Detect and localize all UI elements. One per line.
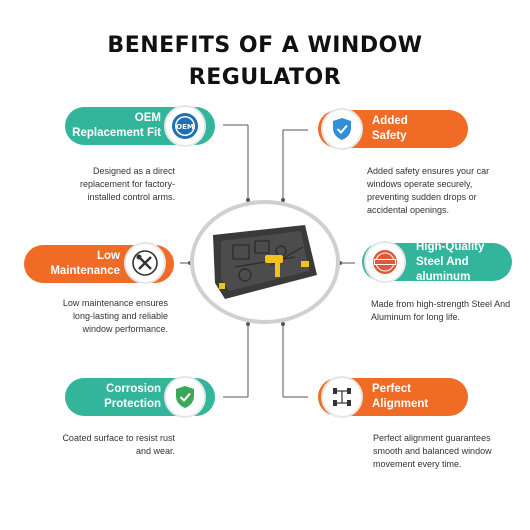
benefit-maintenance-badge <box>124 242 166 284</box>
benefit-corrosion-badge <box>164 376 206 418</box>
benefit-steel-description: Made from high-strength Steel And Alumin… <box>371 299 511 322</box>
benefit-steel-title: High-Quality Steel And aluminum <box>416 240 485 283</box>
benefit-corrosion-title: Corrosion Protection <box>104 383 161 410</box>
benefit-oem-title: OEM Replacement Fit <box>72 112 161 139</box>
benefit-alignment-description: Perfect alignment guarantees smooth and … <box>373 433 492 469</box>
benefit-safety-badge <box>321 108 363 150</box>
wrench-screwdriver-icon <box>132 250 158 276</box>
benefit-oem-description: Designed as a direct replacement for fac… <box>79 166 175 202</box>
benefit-safety-description: Added safety ensures your car windows op… <box>367 166 490 215</box>
title-line-2: REGULATOR <box>188 65 342 90</box>
benefit-safety-title: Added Safety <box>372 115 408 142</box>
benefit-alignment-title: Perfect Alignment <box>372 383 429 410</box>
svg-text:OEM: OEM <box>176 123 194 131</box>
oem-seal-icon: OEM <box>172 113 198 139</box>
title-line-1: BENEFITS OF A WINDOW <box>107 33 423 58</box>
benefit-maintenance-description: Low maintenance ensures long-lasting and… <box>62 298 168 334</box>
window-regulator-image <box>190 200 340 324</box>
benefit-steel-badge <box>364 241 406 283</box>
benefit-oem-badge: OEM <box>164 105 206 147</box>
page-title: BENEFITS OF A WINDOW REGULATOR <box>0 30 530 94</box>
shield-check-icon <box>176 386 194 408</box>
benefit-alignment-badge <box>321 376 363 418</box>
window-regulator-icon <box>213 225 317 299</box>
benefit-maintenance-title: Low Maintenance <box>50 250 120 277</box>
shield-check-icon <box>333 118 351 140</box>
benefit-corrosion-description: Coated surface to resist rust and wear. <box>62 433 175 456</box>
high-quality-stamp-icon <box>373 250 397 274</box>
wheel-alignment-icon <box>333 388 351 406</box>
